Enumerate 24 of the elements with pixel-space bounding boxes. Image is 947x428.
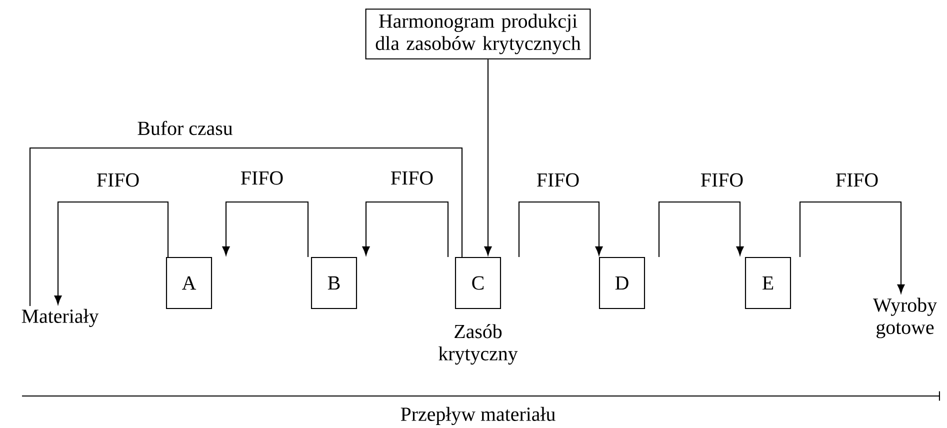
process-box: A (166, 256, 212, 310)
axis-label: Przepływ materiału (400, 406, 556, 426)
edge-label: FIFO (537, 173, 579, 187)
text-label: Materiały (22, 308, 99, 328)
text-label: Wyroby gotowe (872, 298, 937, 338)
arrow (799, 201, 905, 294)
edge-label: Bufor czasu (138, 120, 232, 136)
edge-label: FIFO (391, 171, 433, 185)
edge-label: FIFO (97, 173, 139, 187)
arrow (658, 201, 744, 257)
edge-label: FIFO (241, 171, 283, 185)
caption-text: Zasób krytyczny (438, 324, 518, 365)
edge-label: FIFO (836, 173, 878, 187)
arrow (484, 59, 492, 256)
process-box: D (598, 256, 646, 310)
arrow (518, 201, 603, 257)
arrow (362, 201, 449, 257)
arrow (54, 201, 169, 304)
arrow (222, 201, 309, 257)
process-box: C (454, 256, 502, 310)
schedule-box: Harmonogram produkcji dla zasobów krytycznych (365, 8, 591, 60)
edge-label: FIFO (700, 173, 743, 187)
process-box: E (744, 256, 792, 310)
process-box: B (310, 256, 358, 310)
